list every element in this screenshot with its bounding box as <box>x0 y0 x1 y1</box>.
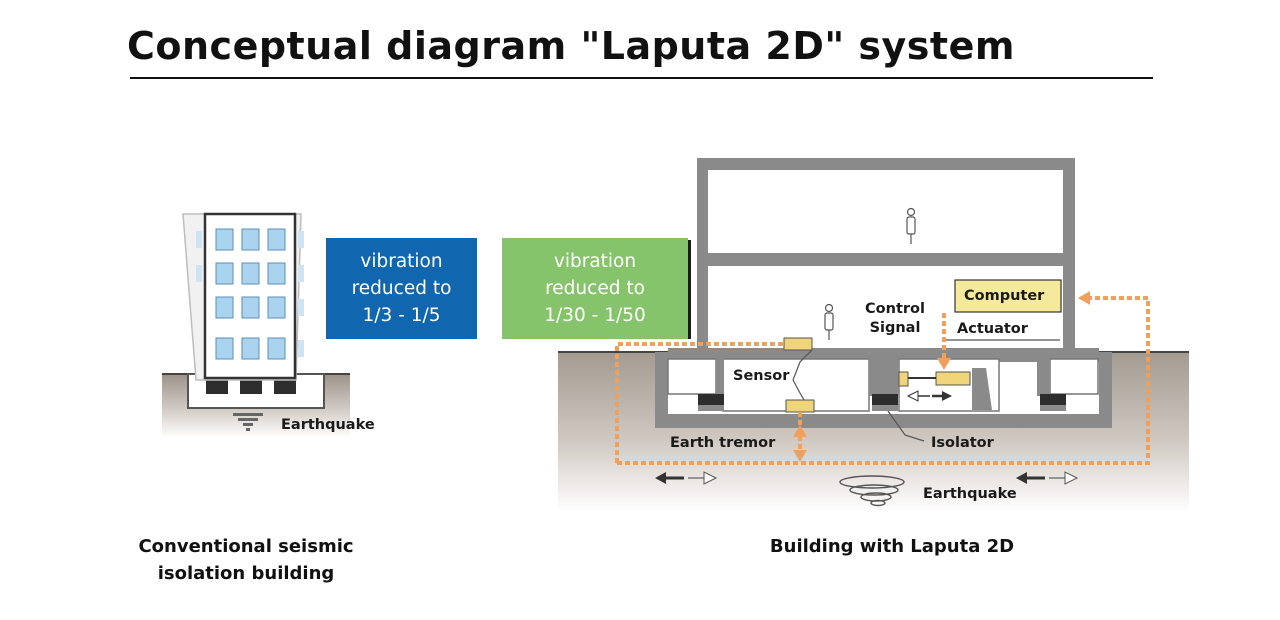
right-isolator <box>872 394 898 405</box>
caption-line: isolation building <box>157 563 335 584</box>
conventional-building-caption: Conventional seismic isolation building <box>125 533 367 587</box>
arrow-to-actuator <box>937 358 951 370</box>
ground-motion-arrows-left <box>655 471 718 485</box>
ground-motion-arrows-right <box>1016 471 1079 485</box>
left-isolator <box>274 380 296 394</box>
right-isolator <box>698 394 724 405</box>
arrow-tremor-up <box>793 425 807 437</box>
actuator-label: Actuator <box>957 321 1028 337</box>
box-shadow-edge <box>688 240 691 339</box>
reduction-line: vibration <box>360 251 443 272</box>
isolator-label: Isolator <box>931 435 994 451</box>
lower-sensor <box>785 399 815 413</box>
reduction-value: 1/3 - 1/5 <box>362 305 441 326</box>
left-earthquake-label: Earthquake <box>281 417 375 433</box>
left-isolator <box>206 380 228 394</box>
reduction-line: reduced to <box>351 278 452 299</box>
right-earthquake-icon <box>839 475 905 507</box>
person-figure <box>824 303 834 340</box>
arrow-tremor-down <box>793 450 807 462</box>
laputa-building-illustration <box>558 158 1189 512</box>
caption-line: Conventional seismic <box>138 536 354 557</box>
reduction-value: 1/30 - 1/50 <box>544 305 646 326</box>
reduction-line: vibration <box>553 251 637 272</box>
conventional-reduction-box: vibration reduced to 1/3 - 1/5 <box>326 238 477 339</box>
reduction-line: reduced to <box>545 278 645 299</box>
left-earthquake-icon <box>233 413 263 431</box>
right-isolator <box>1040 394 1066 405</box>
actuator-box <box>935 371 971 386</box>
control-signal-line: Signal <box>869 320 921 336</box>
laputa-building-caption: Building with Laputa 2D <box>769 536 1015 557</box>
arrow-to-computer <box>1078 291 1090 305</box>
page-title: Conceptual diagram "Laputa 2D" system <box>127 24 1015 68</box>
control-signal-label: Control Signal <box>863 300 927 338</box>
right-earthquake-label: Earthquake <box>923 486 1017 502</box>
laputa-reduction-box: vibration reduced to 1/30 - 1/50 <box>502 238 688 339</box>
computer-box <box>954 279 1062 313</box>
left-isolator <box>240 380 262 394</box>
conventional-building-illustration <box>162 212 350 438</box>
actuator-motion-arrows <box>906 390 952 402</box>
title-underline <box>130 77 1153 79</box>
upper-sensor <box>783 337 813 351</box>
computer-label: Computer <box>964 288 1045 304</box>
earth-tremor-label: Earth tremor <box>670 435 776 451</box>
control-signal-line: Control <box>865 301 925 317</box>
left-building-windows <box>215 228 286 360</box>
person-figure <box>906 207 916 244</box>
base-slab <box>668 348 1099 359</box>
sensor-label: Sensor <box>733 368 790 384</box>
